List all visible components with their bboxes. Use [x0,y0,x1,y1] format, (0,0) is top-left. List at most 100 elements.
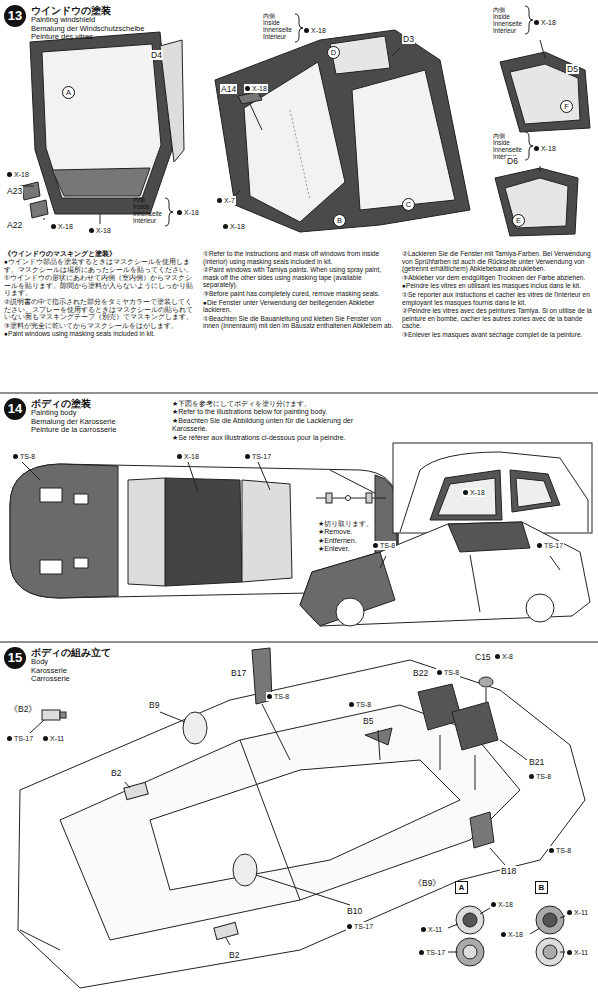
illustration-stroke [516,478,552,507]
illustration-stroke [124,782,148,799]
part-letter: A [62,86,75,99]
part-letter: F [560,100,573,113]
illustration-stroke [440,735,441,770]
illustration-stroke [74,558,88,568]
illustration-stroke [525,6,533,34]
instruction-text: ②説明書の中で指示された部分をタミヤカラーで塗装してください。スプレーを使用する… [4,298,197,321]
part-number: D6 [506,156,519,166]
paint-code: X-18 [176,208,200,217]
step-title: Karosserie [31,667,111,676]
note-text: ★切り取ります。 [318,520,390,528]
illustration-stroke [536,906,564,934]
paint-code: TS-17 [536,541,564,550]
step-number: 14 [4,398,26,420]
illustration-stroke [540,40,545,58]
illustration-stroke [448,522,530,552]
illustration-stroke [300,552,395,626]
illustration-stroke [448,952,458,953]
paint-code: X-18 [244,84,268,93]
illustration-stroke [475,755,476,790]
part-number: B22 [412,668,429,678]
step-title: Painting windshield [31,16,144,25]
illustration-stroke [258,462,270,490]
note-text: ★Refer to the illustrations below for pa… [172,408,387,416]
text-column: ★下図を参考にしてボディを塗り分けます。★Refer to the illust… [172,400,387,442]
part-number: B9 [148,700,160,710]
illustration-stroke [510,470,560,512]
illustration-stroke [479,677,493,687]
part-letter: C [402,198,415,211]
illustration-stroke [393,443,592,533]
illustration-stroke [480,908,490,914]
illustration-stroke [295,14,303,42]
paint-code: X-11 [566,948,589,957]
illustration-stroke [74,494,88,504]
paint-code: TS-8 [266,692,290,701]
step-title: Peinture de la carrosserie [31,426,116,435]
illustration-stroke [550,556,560,570]
illustration-stroke [165,198,173,226]
instruction-text: ●Peindre les vitres en utilisant les mas… [402,282,595,290]
step-title: ボディの塗装 [31,398,116,409]
illustration-stroke [326,493,332,503]
illustration-stroke [52,168,150,196]
illustration-stroke [256,875,350,905]
part-letter: D [327,46,340,59]
text-column: 《ウインドウのマスキングと塗装》●ウインドウ部品を塗装するときはマスクシールを使… [4,250,197,339]
step-title: Body [31,658,111,667]
paint-code: X-11 [42,734,65,743]
inside-note: 内側 Inside Innenseite Intérieur [262,12,293,40]
paint-code: TS-17 [6,734,34,743]
illustration-stroke [18,660,585,988]
instruction-text: ③Abkleber vor dem endgültigen Trocknen d… [402,274,595,282]
illustration-stroke [0,392,598,393]
step-heading: 13ウインドウの塗装Painting windshieldBemalung de… [4,5,144,42]
instruction-text: ●Paint windows using masking seals inclu… [4,330,197,338]
illustration-stroke [463,913,477,927]
illustration-stroke [183,712,207,744]
illustration-stroke [560,952,565,953]
step-title: Painting body [31,409,116,418]
illustration-stroke [490,848,505,865]
instruction-text: ①ウインドウの形状にあわせて内側（室内側）からマスクシールを貼ります。隙間から塗… [4,274,197,297]
part-letter: B [333,214,346,227]
paint-code: X-18 [88,226,112,235]
paint-code: X-18 [50,222,74,231]
paint-code: X-18 [533,144,557,153]
paint-code: TS-8 [12,452,36,461]
illustration-stroke [215,30,470,232]
illustration-stroke [22,182,40,200]
step-title: Bemalung der Karosserie [31,418,116,427]
illustration-stroke [262,704,290,760]
step-title: ウインドウの塗装 [31,5,144,16]
illustration-stroke [100,214,101,224]
step-number: 13 [4,5,26,27]
illustration-stroke [0,641,598,642]
illustration-stroke [500,52,590,132]
illustration-stroke [60,712,66,718]
paint-code: TS-8 [348,700,372,709]
part-number: 《B9》 [412,878,442,888]
illustration-stroke [30,720,44,733]
paint-code: X-18 [500,930,524,939]
illustration-stroke [456,906,484,934]
illustration-stroke [366,493,372,503]
inside-note: 内側 Inside Innenseite Intérieur [492,6,523,34]
variant-box: A [455,881,468,894]
illustration-stroke [430,470,502,520]
part-number: B2 [110,768,122,778]
paint-code: X-18 [303,26,327,35]
illustration-stroke [42,710,60,720]
illustration-stroke [495,168,578,236]
illustration-stroke [226,938,230,945]
illustration-stroke [125,782,130,788]
paint-code: TS-8 [372,541,396,550]
illustration-stroke [543,913,557,927]
part-number: B5 [362,716,374,726]
step-title: Peinture des vitres [31,33,144,42]
part-number: A22 [6,220,23,230]
paint-code: X-18 [222,222,246,231]
part-number: A14 [220,84,237,94]
step-heading: 14 ボディの塗装Painting bodyBemalung der Kaross… [4,398,116,435]
